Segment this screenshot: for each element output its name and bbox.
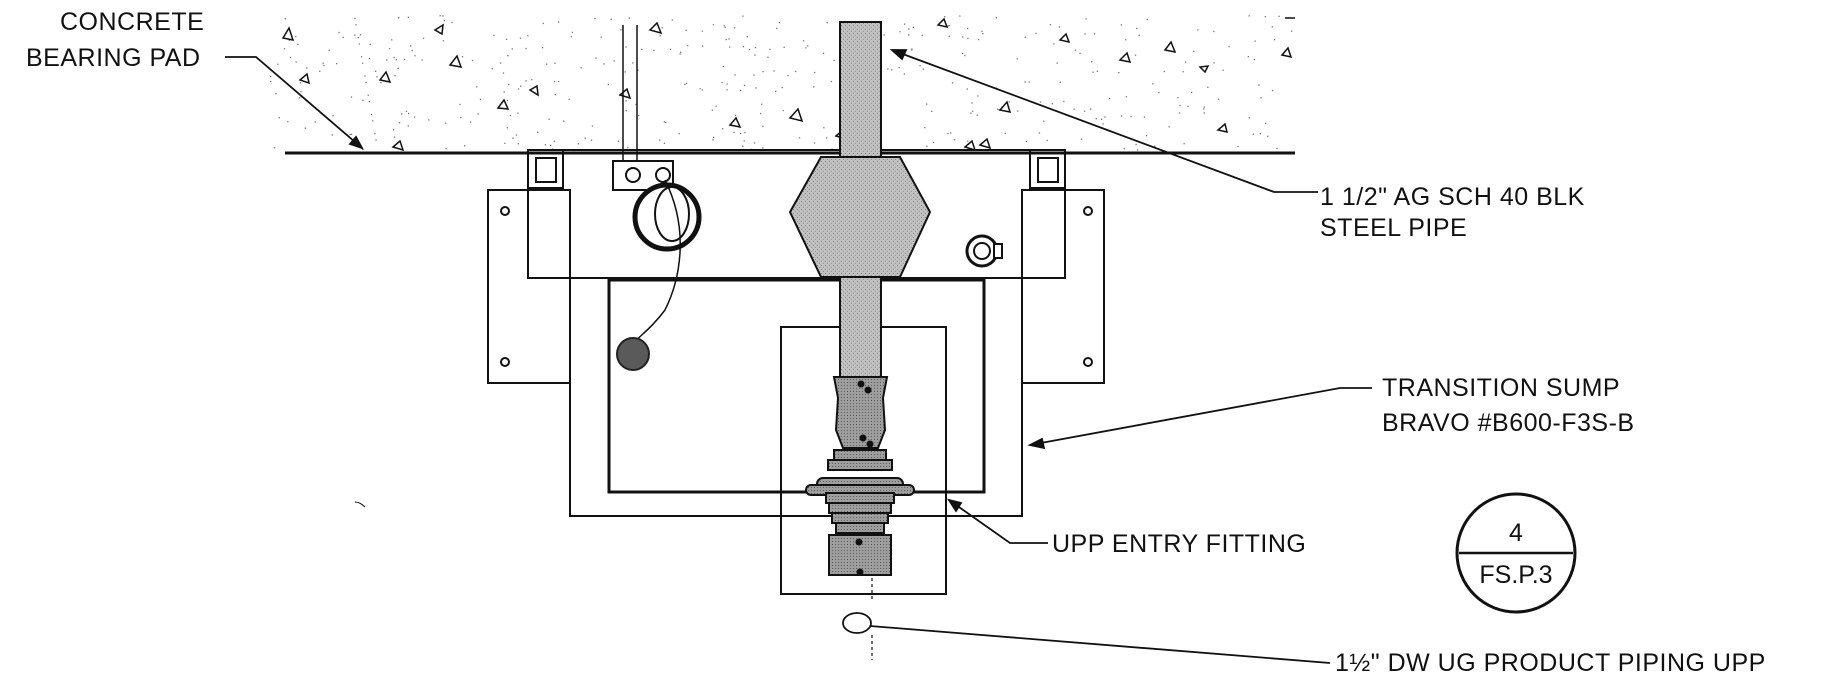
entry-fitting-label: UPP ENTRY FITTING [1052, 530, 1306, 558]
steel-pipe-label-1: 1 1/2" AG SCH 40 BLK [1320, 183, 1585, 211]
steel-pipe [788, 21, 932, 378]
sump-body [569, 277, 1023, 595]
concrete-stipple [270, 15, 1293, 152]
bearing-pad-label-1: CONCRETE [60, 8, 204, 36]
leak-sensor [612, 160, 702, 371]
leader-lines [225, 49, 1372, 664]
detail-sheet: FS.P.3 [1479, 561, 1552, 589]
transition-sump-label-2: BRAVO #B600-F3S-B [1382, 409, 1635, 437]
upp-entry-fitting [805, 376, 915, 576]
detail-reference-bubble: 4 FS.P.3 [1455, 492, 1577, 614]
product-pipe-centerline [842, 578, 873, 660]
vent-port [965, 234, 1003, 268]
transition-sump-label-1: TRANSITION SUMP [1382, 374, 1620, 402]
conduit [622, 25, 638, 162]
concrete-aggregate-marks [281, 17, 1295, 152]
sump-flange-right [1021, 189, 1105, 384]
steel-pipe-label-2: STEEL PIPE [1320, 214, 1467, 242]
product-piping-label: 1½" DW UG PRODUCT PIPING UPP [1335, 649, 1766, 677]
detail-number: 4 [1509, 519, 1523, 547]
bearing-pad-label-2: BEARING PAD [26, 44, 201, 72]
